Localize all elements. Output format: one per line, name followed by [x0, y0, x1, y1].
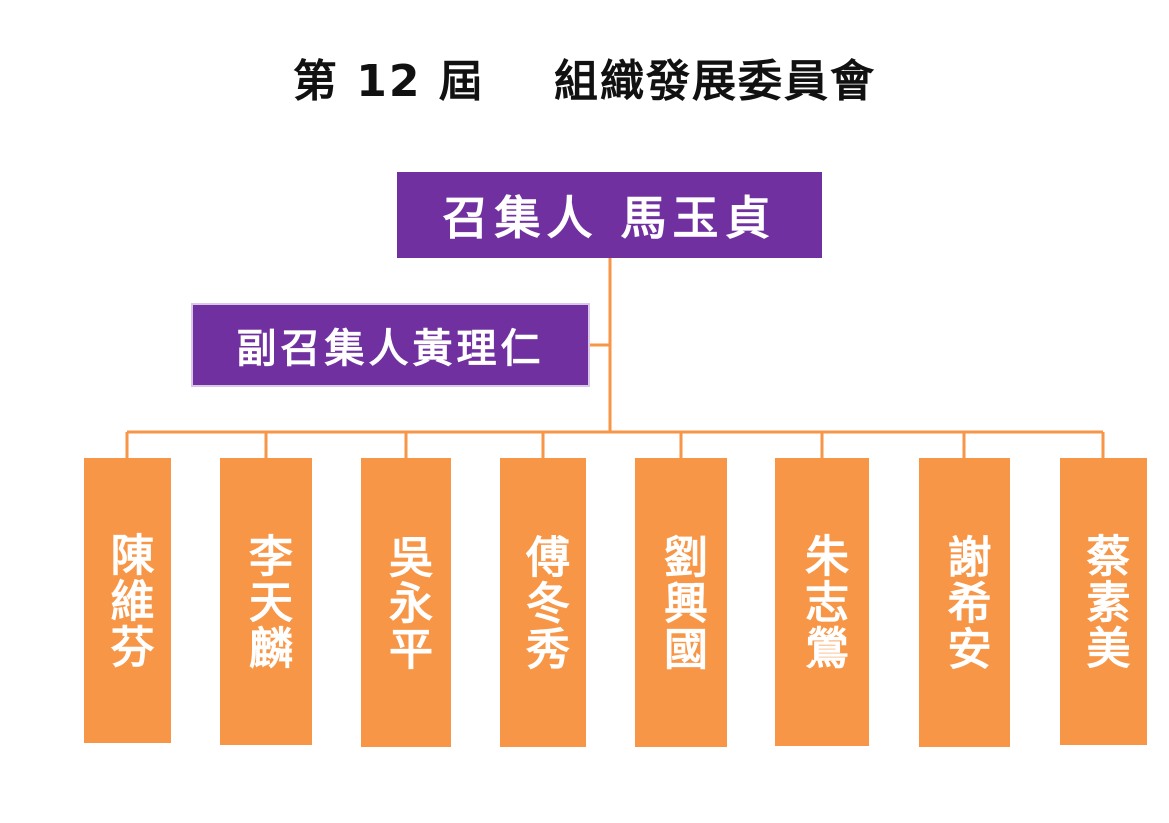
member-box: 朱志鶯: [775, 458, 869, 746]
convenor-box: 召集人 馬玉貞: [397, 172, 822, 258]
member-box: 陳維芬: [84, 458, 171, 743]
member-box: 劉興國: [635, 458, 727, 747]
member-box: 李天麟: [220, 458, 312, 745]
page-title: 第 12 屆 組織發展委員會: [292, 56, 877, 107]
deputy-convenor-box: 副召集人黃理仁: [193, 305, 588, 385]
member-box: 蔡素美: [1060, 458, 1147, 745]
member-box: 吳永平: [361, 458, 451, 747]
member-box: 謝希安: [919, 458, 1010, 747]
member-box: 傅冬秀: [500, 458, 586, 747]
